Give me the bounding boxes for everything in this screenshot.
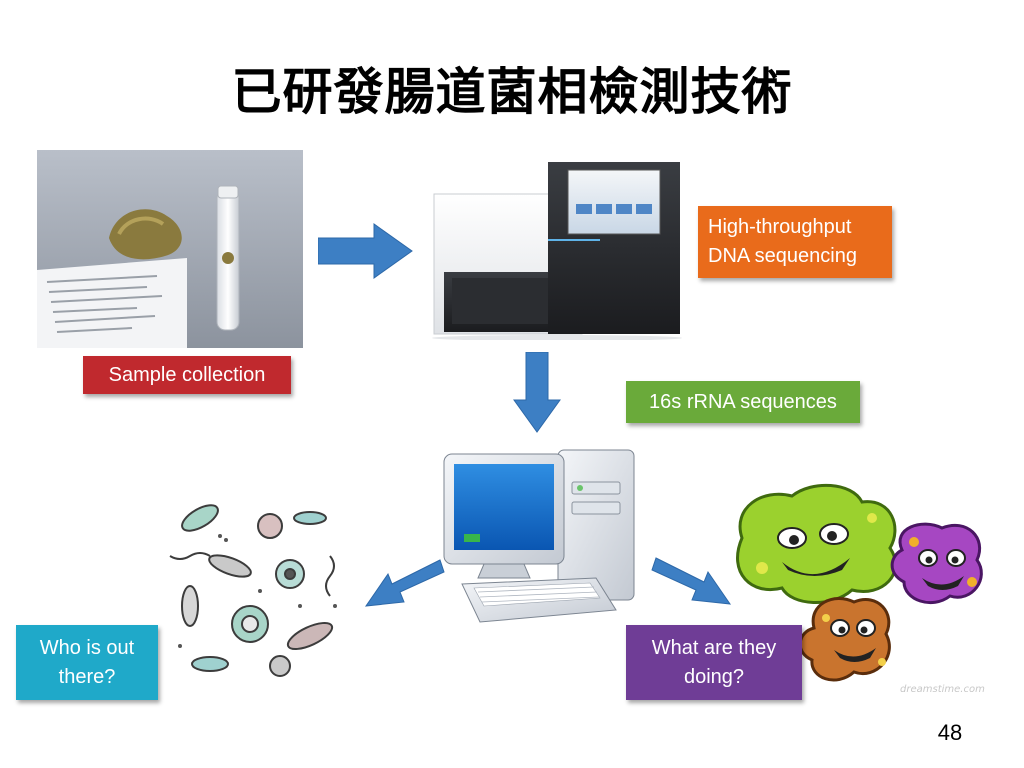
who-is-out-there-label: Who is out there? — [16, 625, 158, 700]
arrow-right-icon — [318, 223, 413, 279]
high-throughput-text: High-throughput DNA sequencing — [708, 216, 857, 267]
computer-icon — [443, 449, 635, 623]
cartoon-microbes-illustration: dreamstime.com — [736, 483, 985, 695]
slide-title: 已研發腸道菌相檢測技術 — [231, 62, 793, 121]
arrow-down-right-icon — [651, 557, 732, 605]
what-are-they-doing-label: What are they doing? — [626, 625, 802, 700]
sample-collection-label: Sample collection — [83, 356, 291, 394]
watermark-text: dreamstime.com — [900, 684, 985, 695]
microbes-illustration — [169, 504, 337, 677]
arrow-down-icon — [513, 352, 561, 433]
sequencer-machine-icon — [432, 162, 682, 340]
high-throughput-label: High-throughput DNA sequencing — [698, 206, 892, 278]
arrow-down-left-icon — [364, 559, 445, 607]
page-number: 48 — [937, 720, 963, 745]
sample-photo — [37, 150, 303, 348]
rrna-sequences-label: 16s rRNA sequences — [626, 381, 860, 423]
